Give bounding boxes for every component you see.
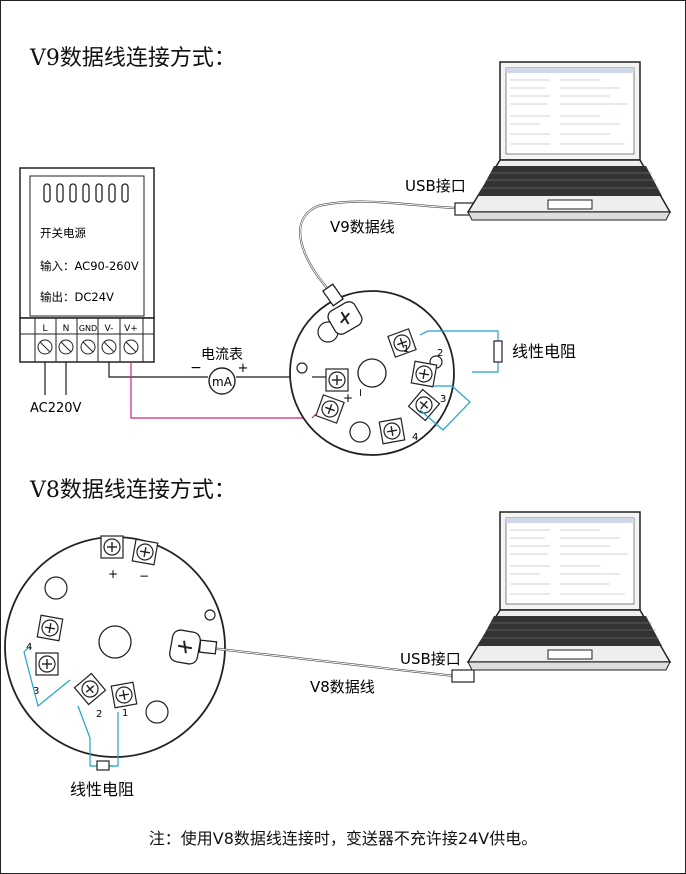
v8-resistor	[96, 760, 110, 771]
v9-cable-label: V9数据线	[330, 218, 395, 236]
laptop-v8	[467, 511, 671, 671]
v8-polarity-plus: +	[108, 567, 118, 581]
v9-terminal-4: 4	[412, 432, 418, 443]
v8-cable-label: V8数据线	[310, 678, 375, 696]
laptop-v9	[467, 61, 671, 221]
v9-resistor	[493, 340, 503, 363]
v9-terminal-2: 2	[437, 348, 443, 359]
v8-polarity-minus: −	[139, 569, 149, 583]
power-supply: 开关电源 输入：AC90-260V 输出：DC24V L N GND V- V+	[19, 167, 155, 363]
ammeter-label: 电流表	[201, 347, 243, 363]
v9-section-title: V9数据线连接方式：	[30, 46, 236, 71]
v8-terminal-1: 1	[122, 708, 128, 719]
v8-section-title: V8数据线连接方式：	[30, 478, 236, 503]
v9-polarity-minus: −	[354, 388, 367, 397]
transmitter-v9: − + 1 2 3 4	[289, 290, 455, 456]
terminal-GND: GND	[79, 324, 97, 333]
v9-polarity-plus: +	[343, 391, 353, 405]
ammeter: mA 电流表 − +	[190, 347, 249, 395]
terminal-N: N	[63, 324, 70, 334]
mains-label: AC220V	[30, 401, 82, 416]
v8-resistor-label: 线性电阻	[70, 780, 134, 799]
v8-usb-label: USB接口	[400, 650, 461, 668]
power-supply-output: 输出：DC24V	[40, 290, 114, 304]
v9-usb-label: USB接口	[405, 177, 466, 195]
v9-terminal-3: 3	[440, 394, 446, 405]
terminal-Vminus: V-	[105, 324, 114, 334]
terminal-L: L	[42, 324, 47, 334]
v9-resistor-label: 线性电阻	[512, 342, 576, 361]
power-supply-input: 输入：AC90-260V	[40, 259, 139, 273]
ammeter-minus: −	[190, 360, 202, 376]
v9-terminal-1: 1	[403, 344, 409, 355]
ammeter-symbol: mA	[212, 375, 233, 389]
power-supply-title: 开关电源	[40, 226, 86, 240]
v8-terminal-3: 3	[33, 686, 39, 697]
terminal-Vplus: V+	[124, 324, 138, 334]
transmitter-v8: + − 1 2 3 4	[4, 535, 226, 758]
ammeter-plus: +	[238, 361, 249, 376]
footer-note: 注：使用V8数据线连接时，变送器不充许接24V供电。	[148, 829, 538, 848]
v8-terminal-2: 2	[96, 709, 102, 720]
